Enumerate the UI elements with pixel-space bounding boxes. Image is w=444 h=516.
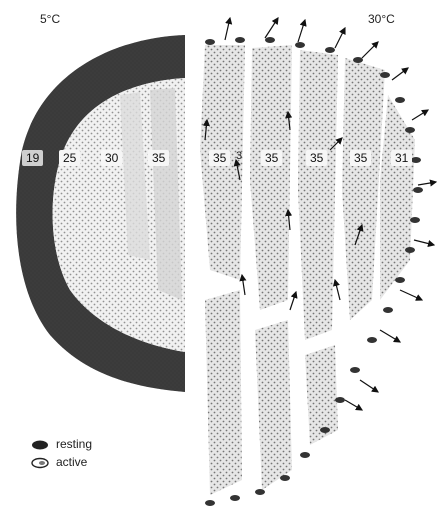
comb-column [205,290,242,495]
resting-bee-icon [32,441,48,450]
right-zone-label-3: 35 [306,150,327,166]
right-small-number: 3 [236,150,242,162]
summer-cluster [200,18,436,506]
legend-icons [32,441,48,468]
legend-active-label: active [56,455,87,469]
comb-column [255,320,292,490]
comb-column [298,50,338,340]
comb-column [342,58,385,320]
right-temperature-label: 30°C [368,12,395,26]
winter-cluster [16,35,185,392]
legend-resting-label: resting [56,437,92,451]
right-zone-label-1: 35 [209,150,230,166]
comb-column [380,95,415,300]
left-zone-label-2: 25 [59,150,80,166]
left-zone-label-3: 30 [101,150,122,166]
left-zone-label-4: 35 [148,150,169,166]
panel-divider [186,30,196,511]
right-zone-label-5: 31 [391,150,412,166]
comb-column [250,45,292,310]
left-zone-label-1: 19 [22,150,43,166]
left-temperature-label: 5°C [40,12,60,26]
right-zone-label-4: 35 [350,150,371,166]
right-zone-label-2: 35 [261,150,282,166]
